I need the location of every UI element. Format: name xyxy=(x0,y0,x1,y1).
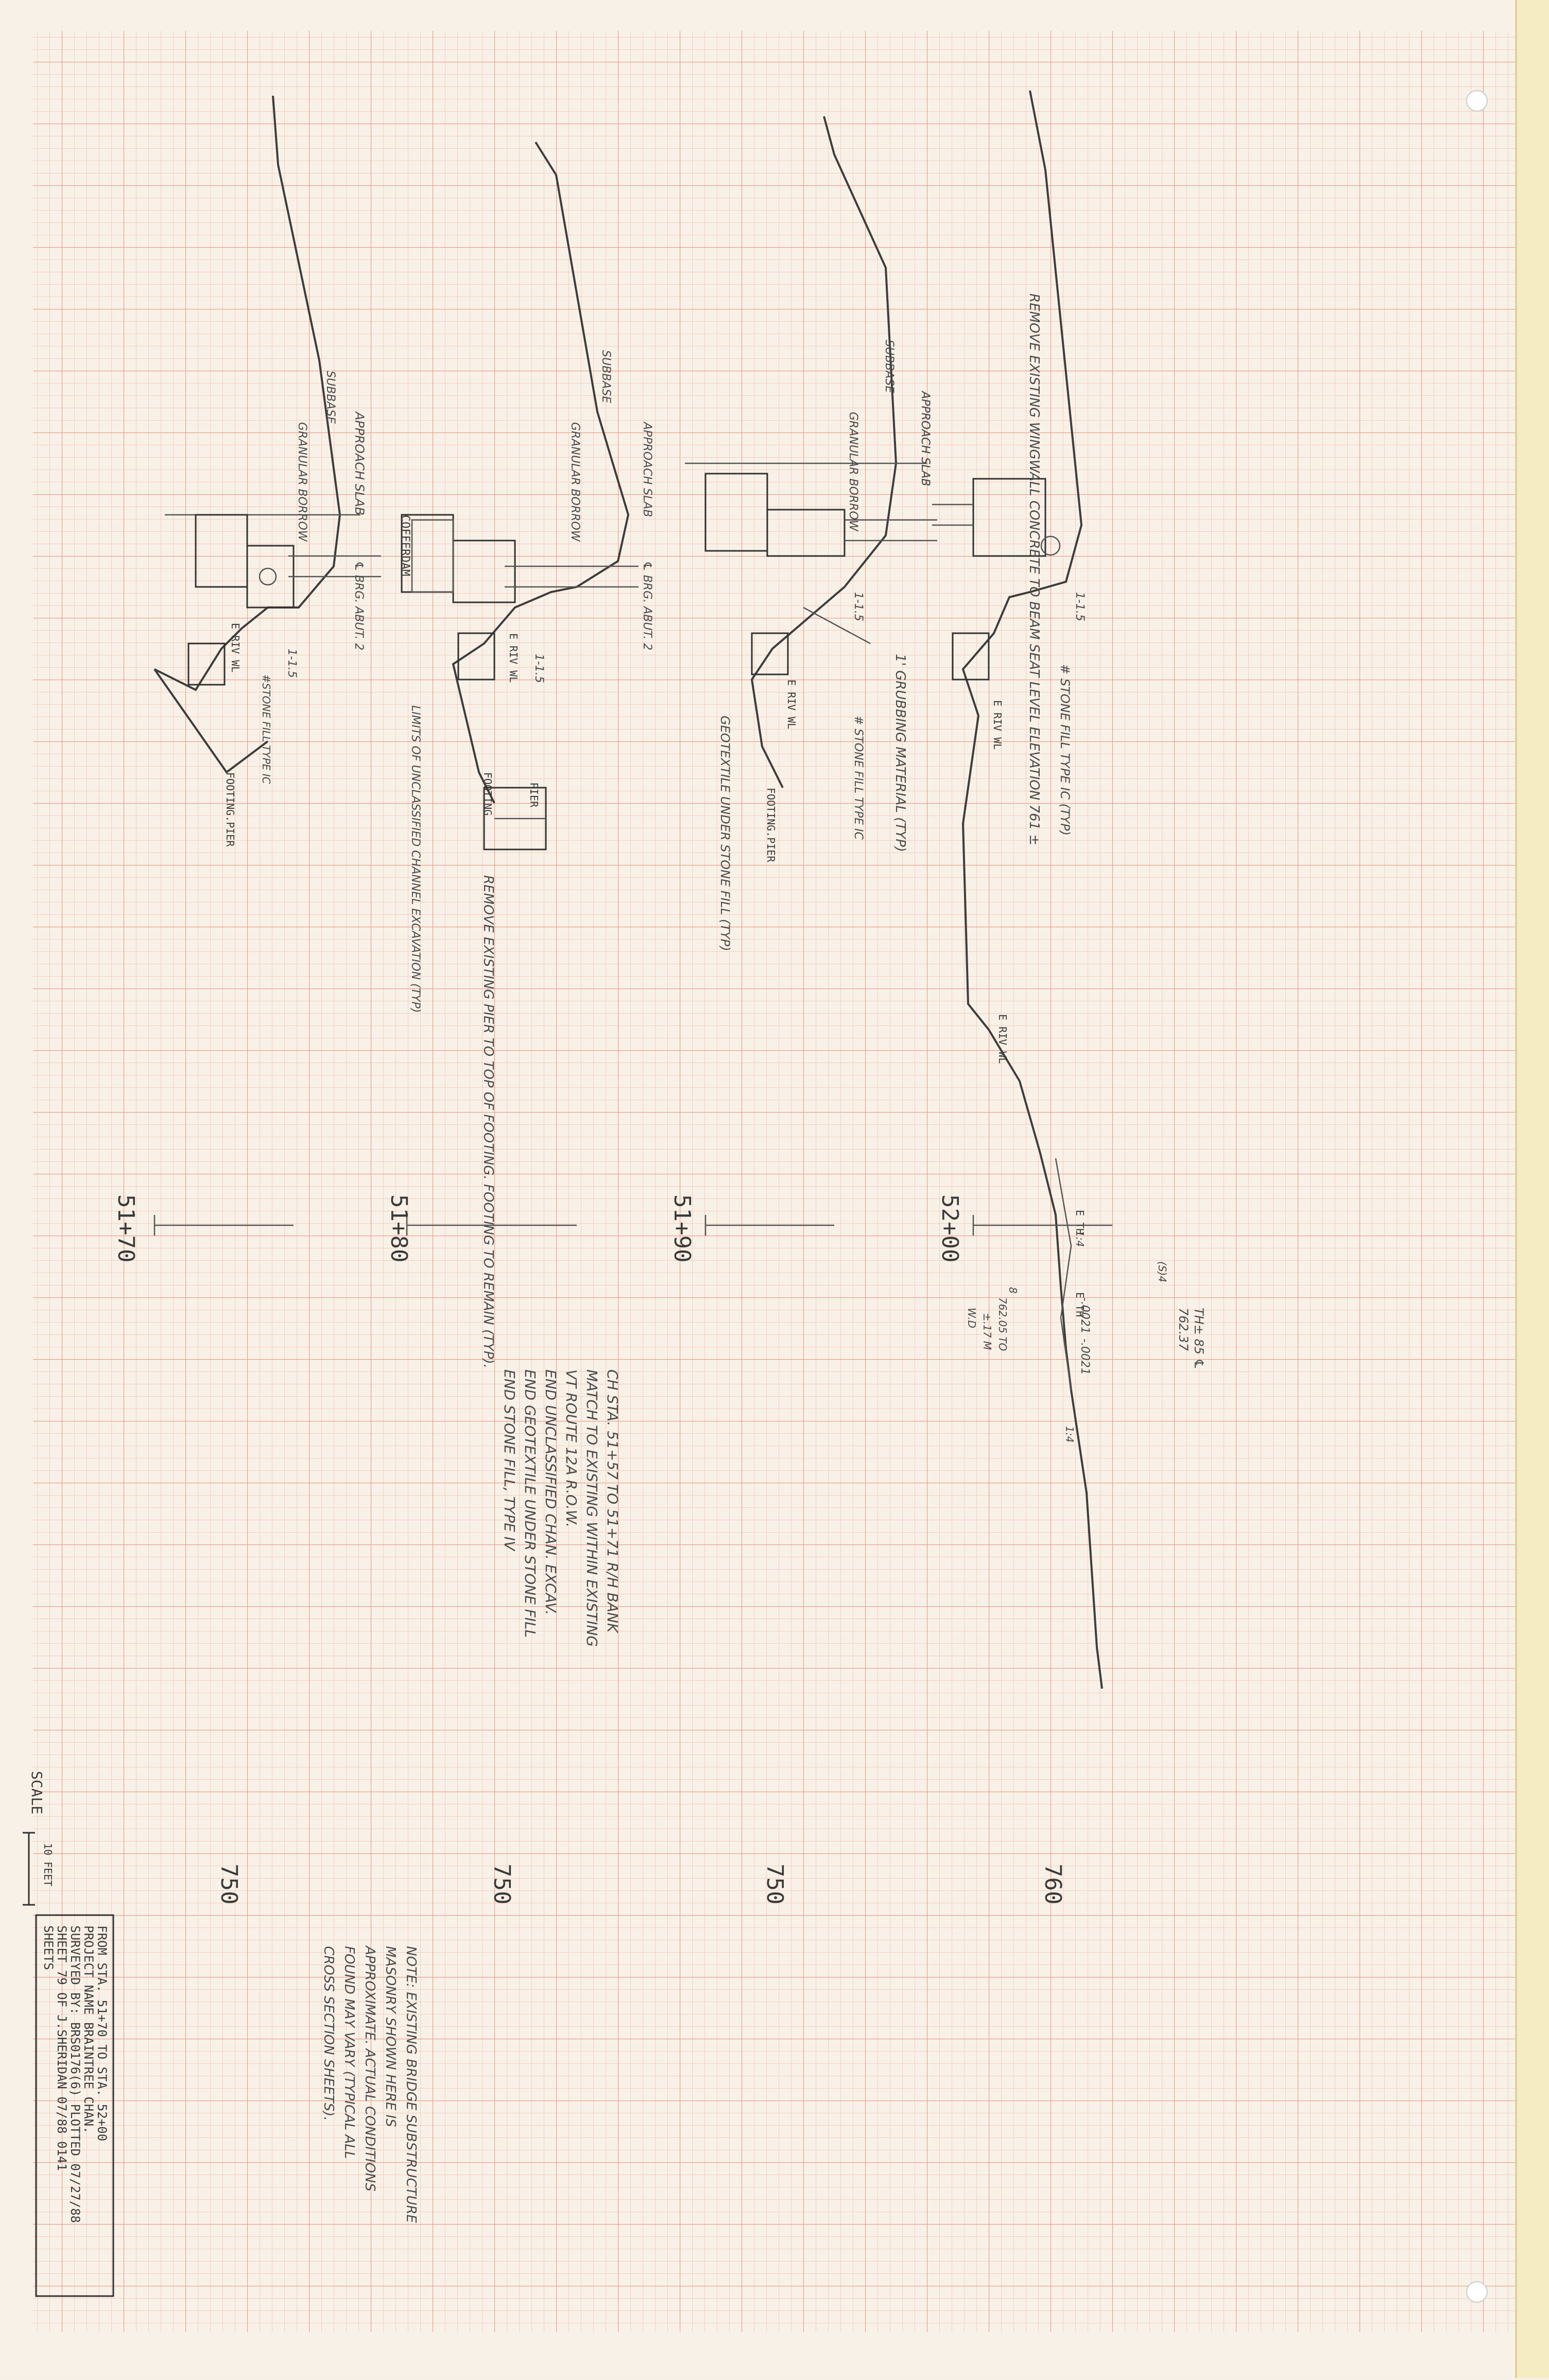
svg-text:MASONRY SHOWN HERE IS: MASONRY SHOWN HERE IS xyxy=(383,1946,398,2127)
svg-text:NOTE: EXISTING BRIDGE SUBSTRUC: NOTE: EXISTING BRIDGE SUBSTRUCTURE xyxy=(403,1946,419,2223)
river-water-level-label: E RIV WL xyxy=(785,680,798,729)
svg-text:FOUND MAY VARY (TYPICAL ALL: FOUND MAY VARY (TYPICAL ALL xyxy=(341,1946,357,2159)
station-label: 51+80 xyxy=(386,1194,412,1262)
svg-text:CROSS SECTION SHEETS).: CROSS SECTION SHEETS). xyxy=(321,1946,336,2121)
slope-label: 1-1.5 xyxy=(852,592,865,621)
subbase-label: SUBBASE xyxy=(599,350,612,403)
geotextile-label: GEOTEXTILE UNDER STONE FILL (TYP) xyxy=(718,716,732,951)
approach-slab-label: APPROACH SLAB xyxy=(919,390,932,487)
granular-borrow-label: GRANULAR BORROW xyxy=(296,422,308,542)
svg-text:(S)4: (S)4 xyxy=(1156,1261,1168,1282)
excavation-limits-label: LIMITS OF UNCLASSIFIED CHANNEL EXCAVATIO… xyxy=(409,705,422,1013)
centerline-abutment-label: ℄ BRG. ABUT. 2 xyxy=(352,561,365,650)
approach-slab-label: APPROACH SLAB xyxy=(919,390,932,487)
river-water-level-label: E RIV WL xyxy=(229,623,242,672)
pier-label: PIER xyxy=(528,783,540,808)
stone-fill-label: # STONE FILL TYPE IC xyxy=(852,716,865,840)
stone-fill-label: #STONE FILL TYPE IC xyxy=(260,674,272,784)
elevation-label: 750 xyxy=(489,1864,515,1904)
svg-text:SHEET 79 OF J.SHERIDAN 0: SHEET 79 OF J.SHERIDAN 07/88 0141 xyxy=(55,1925,69,2171)
svg-text:10 FEET: 10 FEET xyxy=(42,1843,54,1886)
slope-label: 1-1.5 xyxy=(1073,592,1086,621)
remove-pier-note: REMOVE EXISTING PIER TO TOP OF FOOTING. … xyxy=(480,875,496,1368)
stone-fill-label: # STONE FILL TYPE IC (TYP) xyxy=(1058,664,1072,836)
svg-text:END GEOTEXTILE UNDER STONE FIL: END GEOTEXTILE UNDER STONE FILL xyxy=(522,1369,539,1638)
slope-ratio-label: 1:4 xyxy=(1074,1230,1086,1247)
footing-pier-label: FOOTING.PIER xyxy=(765,788,777,862)
svg-text:762.05 TO: 762.05 TO xyxy=(996,1297,1009,1351)
svg-text:APPROXIMATE. ACTUAL CONDITIONS: APPROXIMATE. ACTUAL CONDITIONS xyxy=(362,1945,377,2192)
svg-text:762.37: 762.37 xyxy=(1176,1308,1191,1351)
slope-label: 1-1.5 xyxy=(532,654,545,683)
svg-text:SHEETS: SHEETS xyxy=(41,1925,56,1970)
granular-borrow-label: GRANULAR BORROW xyxy=(847,412,859,532)
footing-label: FOOTING xyxy=(481,772,494,815)
section-51-80: 51+80 APPROACH SLAB SUBBASE GRANULAR BOR… xyxy=(386,141,653,1368)
svg-text:MATCH TO EXISTING WITHIN EXIST: MATCH TO EXISTING WITHIN EXISTING xyxy=(583,1369,600,1647)
svg-text:VT ROUTE 12A R.O.W.: VT ROUTE 12A R.O.W. xyxy=(563,1369,580,1527)
channel-note: CH STA. 51+57 TO 51+71 R/H BANK MATCH TO… xyxy=(501,1369,621,1647)
elevation-label: 760 xyxy=(1040,1864,1066,1904)
section-51-70: 51+70 APPROACH SLAB SUBBASE GRANULAR BOR… xyxy=(113,95,381,1262)
title-block: FROM STA. 51+70 TO STA. 52+00 PROJECT NA… xyxy=(35,1914,114,2297)
svg-text:SURVEYED BY: BRS0176(6) PL: SURVEYED BY: BRS0176(6) PLOTTED 07/27/88 xyxy=(68,1925,82,2223)
river-water-level-label: E RIV WL xyxy=(507,633,520,683)
subbase-label: SUBBASE xyxy=(883,340,896,393)
slope-label: 1-1.5 xyxy=(285,649,298,678)
remove-wingwall-note: REMOVE EXISTING WINGWALL CONCRETE TO BEA… xyxy=(1026,293,1042,845)
grid xyxy=(33,31,1516,2332)
river-water-level-label: E RIV WL xyxy=(991,700,1004,750)
scale-bar: SCALE 10 FEET xyxy=(23,1771,54,1906)
general-note: NOTE: EXISTING BRIDGE SUBSTRUCTURE MASON… xyxy=(321,1945,419,2223)
punch-hole xyxy=(1466,90,1488,112)
approach-slab-label: APPROACH SLAB xyxy=(641,421,653,517)
svg-text:PROJECT NAME BRAINTREE CHAN: PROJECT NAME BRAINTREE CHAN. xyxy=(81,1925,96,2134)
svg-text:TH± 85 ℄: TH± 85 ℄ xyxy=(1192,1308,1206,1369)
svg-text:END STONE FILL, TYPE IV: END STONE FILL, TYPE IV xyxy=(501,1369,518,1552)
station-label: 51+70 xyxy=(113,1194,139,1262)
svg-text:±.17 M: ±.17 M xyxy=(981,1313,993,1350)
margin-strip xyxy=(1516,0,1549,2378)
svg-text:CH STA. 51+57 TO 51+71 R/H BAN: CH STA. 51+57 TO 51+71 R/H BANK xyxy=(604,1369,621,1634)
elevation-note: TH± 85 ℄ 762.37 (S)4 762.05 TO ±.17 M 8 … xyxy=(966,1261,1206,1369)
footing-pier-label: FOOTING.PIER xyxy=(224,772,236,847)
station-label: 51+90 xyxy=(669,1194,695,1262)
grubbing-material-label: 1' GRUBBING MATERIAL (TYP) xyxy=(892,654,908,852)
granular-borrow-label: GRANULAR BORROW xyxy=(569,422,581,542)
svg-text:W.D: W.D xyxy=(966,1308,978,1328)
section-52-00: 52+00 REMOVE EXISTING WINGWALL CONCRETE … xyxy=(919,90,1112,1689)
grade-label: -.0021 xyxy=(1078,1297,1091,1334)
section-51-90: 51+90 APPROACH SLAB SUBBASE GRANULAR BOR… xyxy=(669,116,937,1262)
subbase-label: SUBBASE xyxy=(324,371,337,424)
grade-label: -.0021 xyxy=(1078,1339,1091,1375)
river-water-level-label: E RIV WL xyxy=(996,1014,1009,1064)
elevation-label: 750 xyxy=(216,1864,242,1904)
svg-text:SCALE: SCALE xyxy=(28,1771,45,1814)
approach-slab-label: APPROACH SLAB xyxy=(352,411,367,515)
punch-hole xyxy=(1466,2281,1488,2303)
station-label: 52+00 xyxy=(937,1194,963,1262)
slope-ratio-label: 1:4 xyxy=(1063,1426,1076,1443)
cofferdam-label: COFFERDAM xyxy=(399,515,411,576)
elevation-label: 750 xyxy=(762,1864,788,1904)
centerline-abutment-label: ℄ BRG. ABUT. 2 xyxy=(641,561,653,650)
svg-text:FROM STA. 51+70 TO STA. 52: FROM STA. 51+70 TO STA. 52+00 xyxy=(95,1925,109,2141)
svg-text:END UNCLASSIFIED CHAN. EXCAV.: END UNCLASSIFIED CHAN. EXCAV. xyxy=(542,1369,559,1615)
top-of-bank-label: E TH xyxy=(1074,1292,1086,1317)
svg-text:8: 8 xyxy=(1007,1287,1019,1294)
top-of-bank-label: E TH xyxy=(1074,1210,1086,1235)
